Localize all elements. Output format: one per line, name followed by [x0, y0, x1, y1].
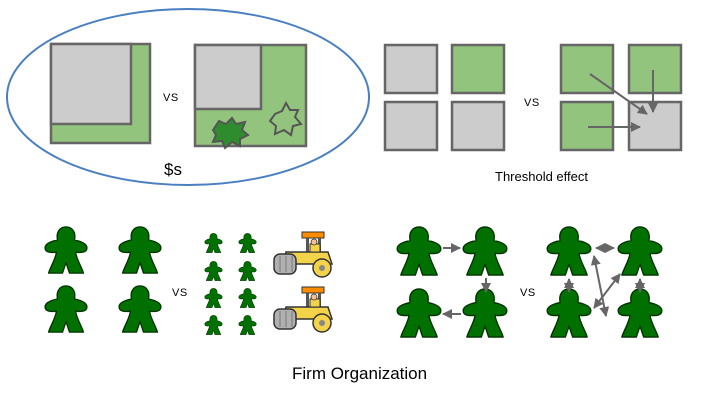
vs-label: VS: [163, 92, 179, 104]
money-label: $s: [164, 160, 182, 179]
parcel-b: [193, 43, 308, 150]
threshold-label: Threshold effect: [495, 169, 588, 184]
meeple-icon: [546, 226, 592, 276]
workers-large: [44, 226, 162, 333]
meeple-icon: [396, 226, 442, 276]
vs-label: VS: [520, 287, 536, 299]
splat-icon: [268, 100, 303, 137]
meeple-icon: [238, 233, 257, 253]
meeple-icon: [546, 288, 592, 338]
meeple-icon: [617, 226, 663, 276]
meeple-icon: [44, 285, 88, 333]
meeple-icon: [118, 226, 162, 274]
meeple-icon: [238, 261, 257, 281]
meeple-icon: [462, 288, 508, 338]
splat-icon: [211, 116, 250, 150]
meeple-icon: [204, 315, 223, 335]
meeple-icon: [396, 288, 442, 338]
workers-small: [204, 233, 257, 335]
meeple-icon: [204, 261, 223, 281]
vs-label: VS: [172, 287, 188, 299]
parcel-a: [49, 42, 152, 145]
meeple-icon: [204, 233, 223, 253]
meeple-icon: [44, 226, 88, 274]
meeple-icon: [118, 285, 162, 333]
meeple-icon: [617, 288, 663, 338]
meeple-icon: [238, 288, 257, 308]
org-network: [546, 226, 663, 338]
meeple-icon: [204, 288, 223, 308]
steamroller-icon: [273, 286, 333, 333]
firm-organization-label: Firm Organization: [292, 364, 428, 383]
meeple-icon: [238, 315, 257, 335]
highlight-ellipse: [6, 8, 370, 186]
threshold-grid-before: [383, 43, 506, 152]
meeple-icon: [462, 226, 508, 276]
vs-label: VS: [524, 97, 540, 109]
org-chain: [396, 226, 508, 338]
threshold-grid-after: [559, 43, 683, 152]
steamroller-icon: [273, 231, 333, 278]
